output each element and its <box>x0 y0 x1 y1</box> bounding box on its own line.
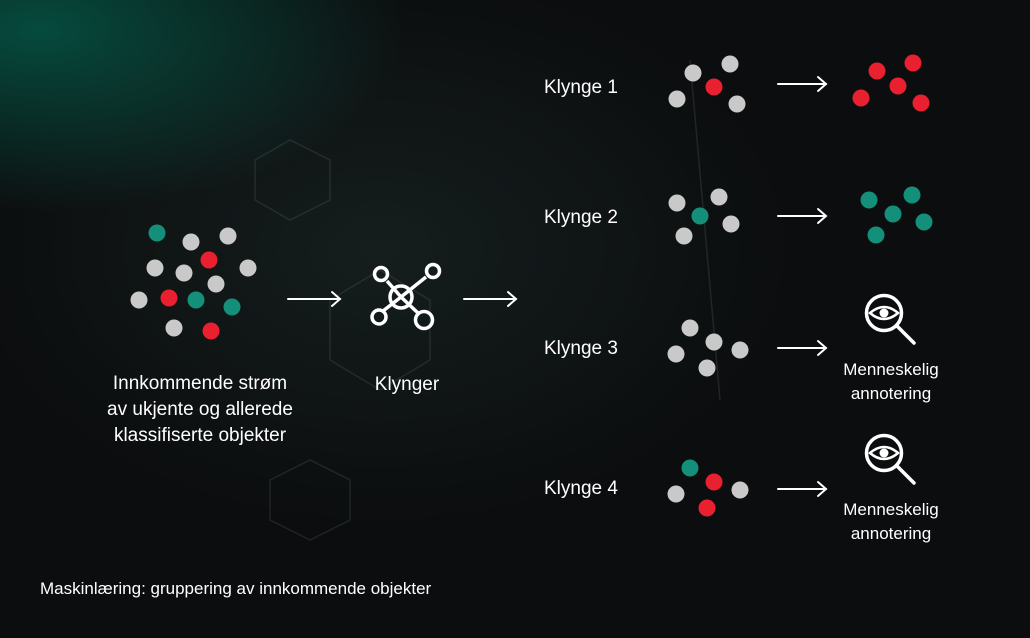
figure-caption: Maskinlæring: gruppering av innkommende … <box>40 579 432 598</box>
source-label: Innkommende strøm av ukjente og allerede… <box>60 371 340 449</box>
cluster-dot <box>698 499 716 517</box>
cluster-dot <box>681 319 699 337</box>
cluster-4-input-dots <box>667 459 749 517</box>
cluster-label-3: Klynge 3 <box>544 338 618 359</box>
result-dot <box>903 186 921 204</box>
network-nodes-icon <box>370 262 442 331</box>
result-dot <box>889 77 907 95</box>
result-dot <box>904 54 922 72</box>
review-label-line: Menneskelig <box>843 500 939 519</box>
result-dot <box>912 94 930 112</box>
source-dot <box>165 319 183 337</box>
result-dot <box>867 226 885 244</box>
arrow-right-icon <box>777 481 828 497</box>
magnifier-eye-icon <box>864 293 916 345</box>
result-dot <box>884 205 902 223</box>
cluster-dot <box>728 95 746 113</box>
source-dot <box>148 224 166 242</box>
source-dot <box>219 227 237 245</box>
hub-label: Klynger <box>374 374 440 395</box>
cluster-label-4: Klynge 4 <box>544 478 618 499</box>
source-dot <box>200 251 218 269</box>
arrow-right-icon <box>777 340 828 356</box>
cluster-3-input-dots <box>667 319 749 377</box>
review-label-line: Menneskelig <box>843 360 939 379</box>
source-dot <box>202 322 220 340</box>
arrow-right-icon <box>777 76 828 92</box>
cluster-label-2: Klynge 2 <box>544 207 618 228</box>
source-dot <box>223 298 241 316</box>
source-dot <box>207 275 225 293</box>
cluster-1-input-dots <box>668 55 746 113</box>
source-dot <box>239 259 257 277</box>
review-label-3: Menneskelig annotering <box>826 358 956 406</box>
cluster-dot <box>722 215 740 233</box>
cluster-2-result-dots <box>860 186 933 244</box>
result-dot <box>868 62 886 80</box>
source-label-line: av ukjente og allerede <box>107 399 293 420</box>
cluster-dot <box>710 188 728 206</box>
result-dot <box>915 213 933 231</box>
cluster-dot <box>675 227 693 245</box>
cluster-dot <box>667 345 685 363</box>
cluster-dot <box>705 78 723 96</box>
cluster-dot <box>668 194 686 212</box>
cluster-label-1: Klynge 1 <box>544 77 618 98</box>
arrow-right-icon <box>777 208 828 224</box>
source-dot <box>130 291 148 309</box>
source-dot-cloud <box>130 224 257 340</box>
review-label-line: annotering <box>850 384 932 403</box>
source-dot <box>160 289 178 307</box>
source-dot <box>175 264 193 282</box>
cluster-dot <box>698 359 716 377</box>
cluster-dot <box>684 64 702 82</box>
cluster-dot <box>731 341 749 359</box>
cluster-dot <box>668 90 686 108</box>
cluster-2-input-dots <box>668 188 740 245</box>
source-dot <box>187 291 205 309</box>
review-label-4: Menneskelig annotering <box>826 498 956 546</box>
arrow-right-icon <box>463 291 518 307</box>
arrow-right-icon <box>287 291 342 307</box>
source-label-line: Innkommende strøm <box>112 373 288 394</box>
cluster-dot <box>705 333 723 351</box>
cluster-dot <box>705 473 723 491</box>
cluster-1-result-dots <box>852 54 930 112</box>
review-label-line: annotering <box>850 524 932 543</box>
cluster-dot <box>667 485 685 503</box>
cluster-dot <box>681 459 699 477</box>
result-dot <box>852 89 870 107</box>
cluster-dot <box>691 207 709 225</box>
source-label-line: klassifiserte objekter <box>113 425 287 446</box>
result-dot <box>860 191 878 209</box>
source-dot <box>146 259 164 277</box>
cluster-dot <box>731 481 749 499</box>
cluster-dot <box>721 55 739 73</box>
source-dot <box>182 233 200 251</box>
magnifier-eye-icon <box>864 433 916 485</box>
